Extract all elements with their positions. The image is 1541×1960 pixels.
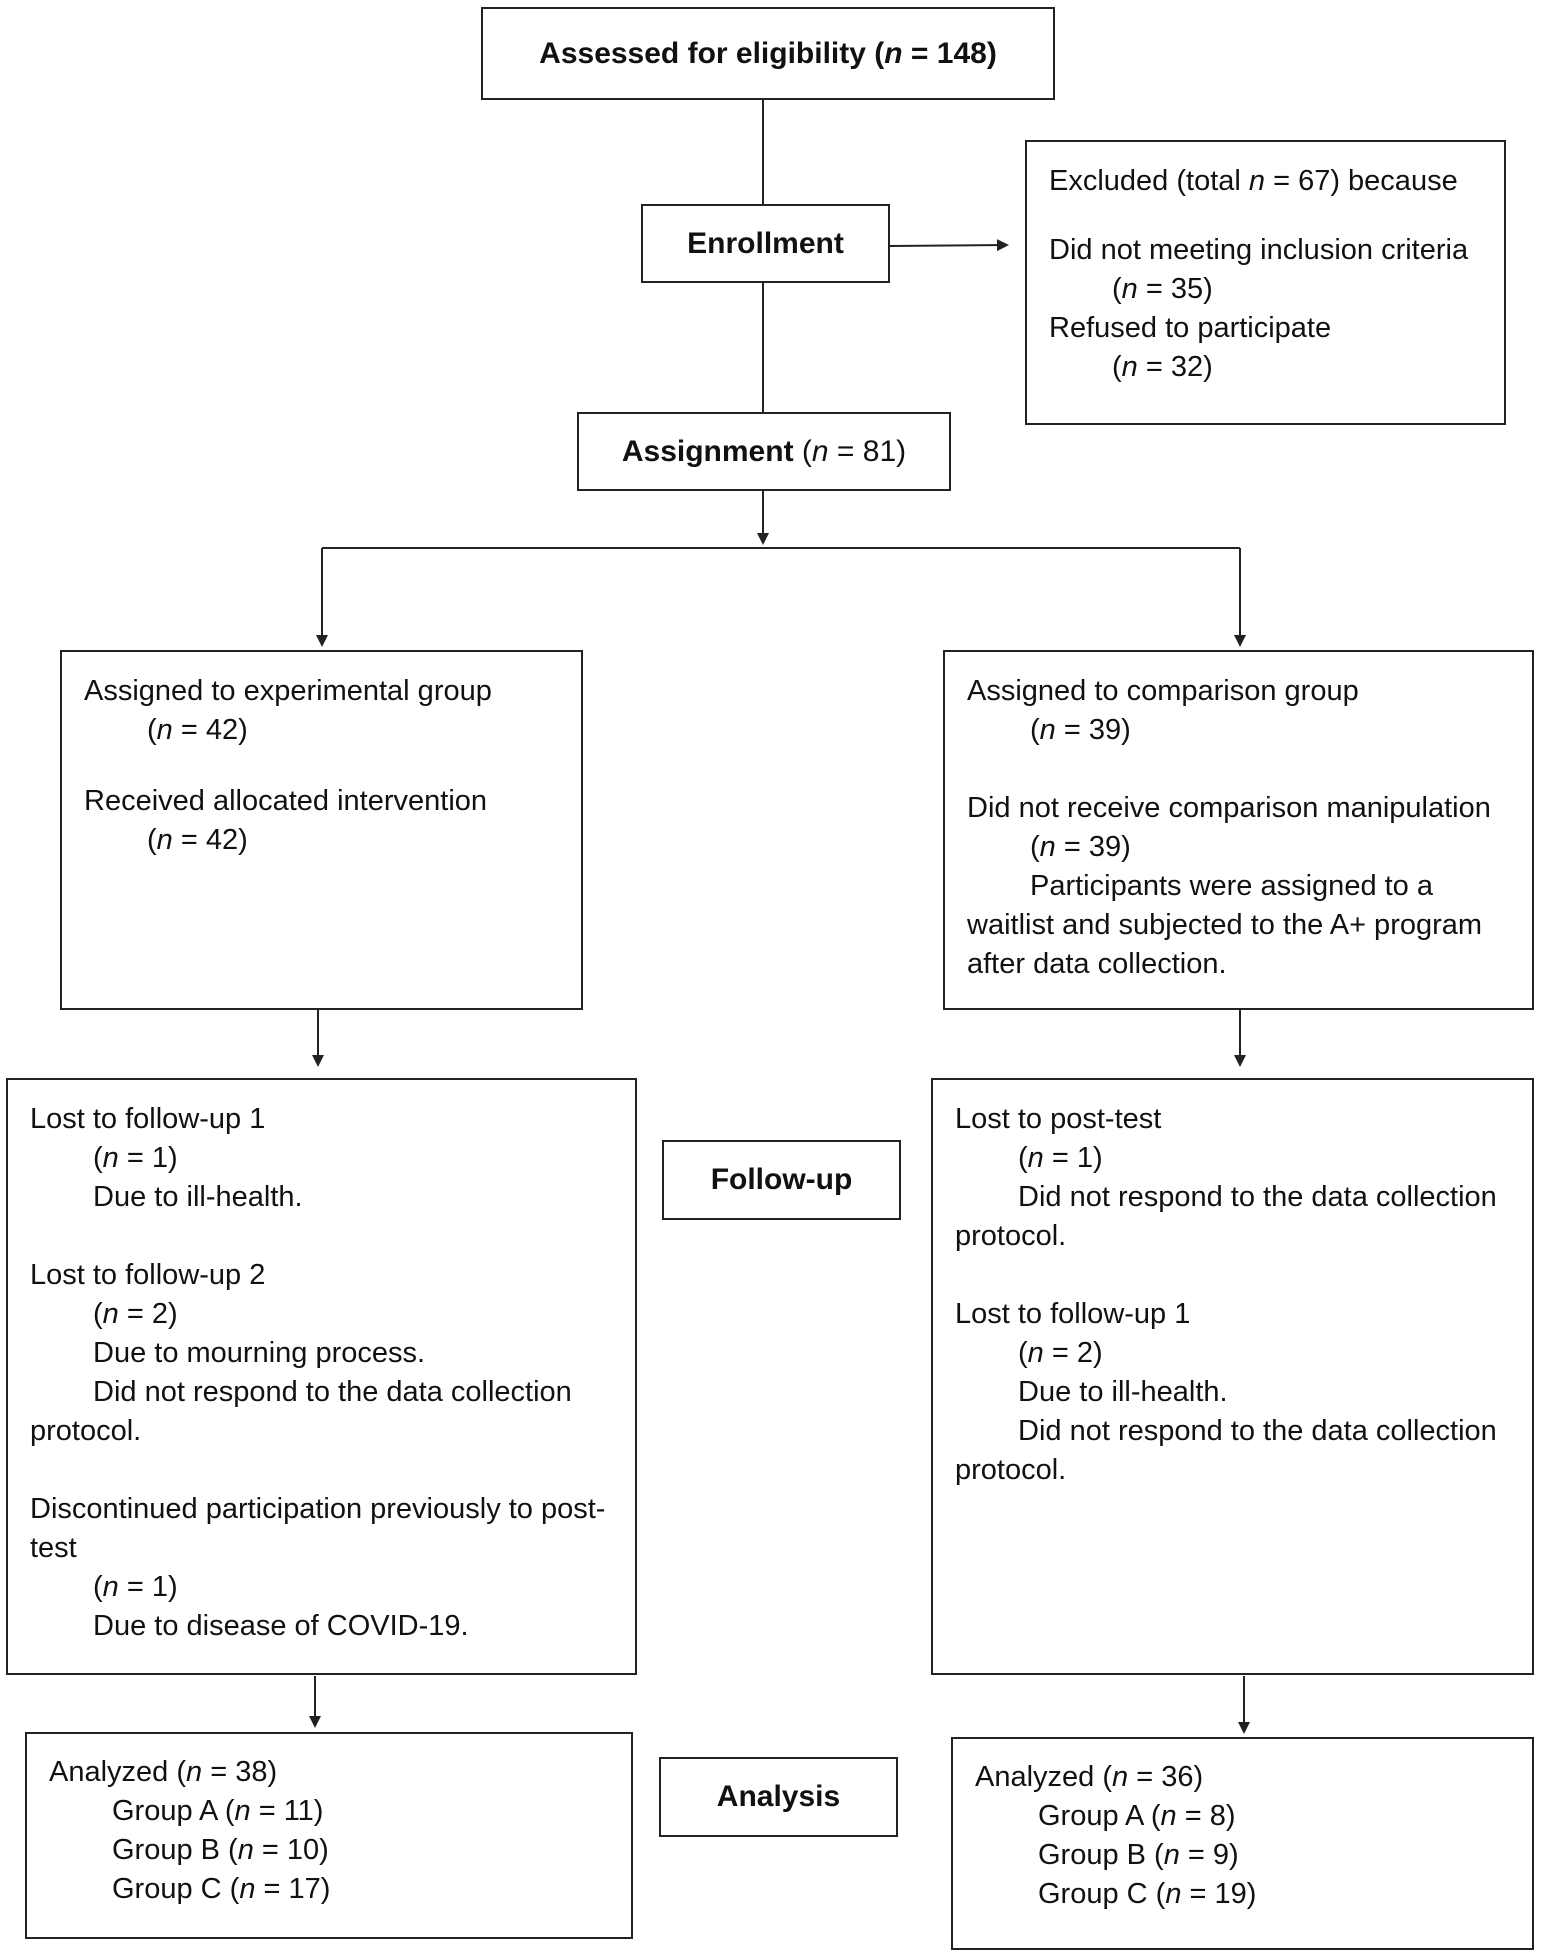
comp-lost-followup-1-reason-health: Due to ill-health. xyxy=(1018,1376,1228,1408)
comparison-not-received: Did not receive comparison manipulation xyxy=(967,792,1491,824)
assignment-box: Assignment (n = 81) xyxy=(577,412,951,491)
exp-group-c: Group C (n = 17) xyxy=(112,1873,331,1905)
exp-group-a: Group A (n = 11) xyxy=(112,1795,324,1827)
comparison-assigned: Assigned to comparison group xyxy=(967,675,1359,707)
eligibility-label: Assessed for eligibility (n = 148) xyxy=(539,36,997,70)
comp-lost-posttest-reason-cont: protocol. xyxy=(955,1220,1067,1252)
exp-analyzed: Analyzed (n = 38) xyxy=(49,1756,278,1788)
followup-stage-box: Follow-up xyxy=(662,1140,901,1220)
exp-discontinued: Discontinued participation previously to… xyxy=(30,1493,606,1525)
comp-lost-posttest-count: (n = 1) xyxy=(1018,1142,1103,1174)
comparison-not-received-count: (n = 39) xyxy=(1030,831,1131,863)
comparison-followup-box: Lost to post-test (n = 1) Did not respon… xyxy=(931,1078,1534,1675)
experimental-followup-box: Lost to follow-up 1 (n = 1) Due to ill-h… xyxy=(6,1078,637,1675)
comp-analyzed: Analyzed (n = 36) xyxy=(975,1761,1204,1793)
experimental-received: Received allocated intervention xyxy=(84,785,488,817)
excluded-reason-refused: Refused to participate xyxy=(1049,312,1332,344)
experimental-assigned-count: (n = 42) xyxy=(147,714,248,746)
comparison-note-line-1: Participants were assigned to a xyxy=(1030,870,1433,902)
exp-discontinued-count: (n = 1) xyxy=(93,1571,178,1603)
comp-group-a: Group A (n = 8) xyxy=(1038,1800,1236,1832)
assignment-label: Assignment (n = 81) xyxy=(621,434,907,468)
comp-group-c: Group C (n = 19) xyxy=(1038,1878,1257,1910)
excluded-reason-criteria-count: (n = 35) xyxy=(1112,273,1213,305)
experimental-received-count: (n = 42) xyxy=(147,824,248,856)
exp-lost-followup-2-reason-mourning: Due to mourning process. xyxy=(93,1337,426,1369)
experimental-group-box: Assigned to experimental group (n = 42) … xyxy=(60,650,583,1010)
exp-lost-followup-2: Lost to follow-up 2 xyxy=(30,1259,266,1291)
exp-lost-followup-1-reason: Due to ill-health. xyxy=(93,1181,303,1213)
comp-lost-followup-1: Lost to follow-up 1 xyxy=(955,1298,1191,1330)
excluded-box: Excluded (total n = 67) because Did not … xyxy=(1025,140,1506,425)
arrow-to-excluded xyxy=(889,239,1009,252)
comparison-assigned-count: (n = 39) xyxy=(1030,714,1131,746)
analysis-stage-box: Analysis xyxy=(659,1757,898,1837)
comparison-note-line-3: after data collection. xyxy=(967,948,1227,980)
exp-discontinued-reason: Due to disease of COVID-19. xyxy=(93,1610,469,1642)
comp-lost-posttest-reason: Did not respond to the data collection xyxy=(1018,1181,1497,1213)
comparison-note-line-2: waitlist and subjected to the A+ program xyxy=(967,909,1483,941)
enrollment-label: Enrollment xyxy=(687,226,844,260)
excluded-heading: Excluded (total n = 67) because xyxy=(1049,165,1458,197)
exp-lost-followup-2-reason-noresponse: Did not respond to the data collection xyxy=(93,1376,572,1408)
exp-lost-followup-1: Lost to follow-up 1 xyxy=(30,1103,266,1135)
experimental-analysis-box: Analyzed (n = 38) Group A (n = 11) Group… xyxy=(25,1732,633,1939)
followup-stage-label: Follow-up xyxy=(710,1163,853,1196)
excluded-reason-criteria: Did not meeting inclusion criteria xyxy=(1049,234,1469,266)
analysis-stage-label: Analysis xyxy=(716,1780,841,1813)
comp-lost-followup-1-reason-noresponse-cont: protocol. xyxy=(955,1454,1067,1486)
comparison-analysis-box: Analyzed (n = 36) Group A (n = 8) Group … xyxy=(951,1737,1534,1950)
excluded-reason-refused-count: (n = 32) xyxy=(1112,351,1213,383)
exp-group-b: Group B (n = 10) xyxy=(112,1834,329,1866)
exp-lost-followup-2-reason-noresponse-cont: protocol. xyxy=(30,1415,142,1447)
experimental-assigned: Assigned to experimental group xyxy=(84,675,492,707)
exp-lost-followup-1-count: (n = 1) xyxy=(93,1142,178,1174)
eligibility-box: Assessed for eligibility (n = 148) xyxy=(481,7,1055,100)
exp-lost-followup-2-count: (n = 2) xyxy=(93,1298,178,1330)
comparison-group-box: Assigned to comparison group (n = 39) Di… xyxy=(943,650,1534,1010)
comp-group-b: Group B (n = 9) xyxy=(1038,1839,1239,1871)
comp-lost-followup-1-count: (n = 2) xyxy=(1018,1337,1103,1369)
comp-lost-posttest: Lost to post-test xyxy=(955,1103,1162,1135)
comp-lost-followup-1-reason-noresponse: Did not respond to the data collection xyxy=(1018,1415,1497,1447)
enrollment-box: Enrollment xyxy=(641,204,890,283)
exp-discontinued-cont: test xyxy=(30,1532,77,1564)
